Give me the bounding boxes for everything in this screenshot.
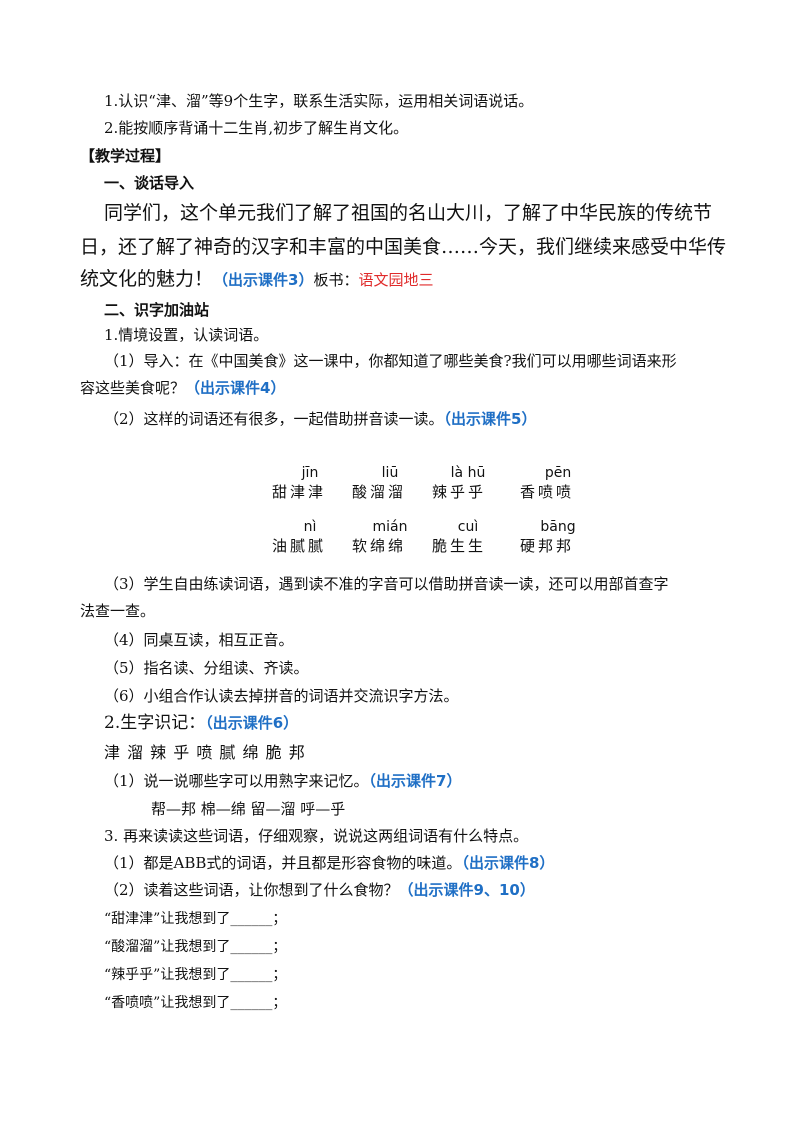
section-2-heading: 二、识字加油站 (104, 301, 210, 319)
item-1: 1.情境设置，认读词语。 (104, 326, 269, 344)
section-1-heading: 一、谈话导入 (104, 174, 195, 192)
sub3-line-1: （3）学生自由练读词语，遇到读不准的字音可以借助拼音读一读，还可以用部首查字 (104, 575, 669, 593)
item-3-sub-2-text: （2）读着这些词语，让你想到了什么食物？ (104, 881, 399, 899)
item-2-sub-1-text: （1）说一说哪些字可以用熟字来记忆。 (104, 772, 369, 790)
sub1-line-1: （1）导入：在《中国美食》这一课中，你都知道了哪些美食?我们可以用哪些词语来形 (104, 352, 677, 370)
intro-para-line-1: 同学们，这个单元我们了解了祖国的名山大川，了解了中华民族的传统节 (104, 202, 713, 224)
fill-blank-line: “甜津津”让我想到了______； (104, 911, 287, 927)
courseware-tag: （出示课件3） (213, 271, 314, 289)
pinyin: là hū (450, 465, 486, 481)
pinyin: cuì (457, 519, 479, 535)
char-list: 津 溜 辣 乎 喷 腻 绵 脆 邦 (104, 743, 306, 762)
sub1-text: 容这些美食呢？ (80, 379, 186, 397)
courseware-tag: （出示课件4） (185, 379, 286, 397)
word: 硬邦邦 (519, 537, 574, 555)
courseware-tag: （出示课件8） (461, 854, 555, 872)
sub2-text: （2）这样的词语还有很多，一起借助拼音读一读。 (104, 410, 444, 428)
word: 油腻腻 (271, 537, 326, 555)
fill-blank-line: “酸溜溜”让我想到了______； (104, 939, 287, 955)
courseware-tag: （出示课件6） (205, 714, 299, 732)
item-3-sub-1-text: （1）都是ABB式的词语，并且都是形容食物的味道。 (104, 854, 462, 872)
pinyin: liū (381, 465, 399, 481)
word-item: liū 酸溜溜 (334, 464, 424, 502)
fill-blank-line: “辣乎乎”让我想到了______； (104, 967, 287, 983)
word: 脆生生 (431, 537, 486, 555)
pinyin: pēn (544, 465, 572, 481)
item-3-sub-1: （1）都是ABB式的词语，并且都是形容食物的味道。（出示课件8） (104, 853, 554, 873)
courseware-tag: （出示课件7） (368, 772, 462, 790)
word-item: jīn 甜津津 (254, 464, 344, 502)
pinyin: bāng (540, 519, 576, 535)
courseware-tag: （出示课件9、10） (398, 881, 535, 899)
word: 辣乎乎 (431, 483, 486, 501)
pinyin: nì (303, 519, 317, 535)
intro-para-text: 统文化的魅力！ (80, 268, 214, 290)
word: 酸溜溜 (351, 483, 406, 501)
process-header: 【教学过程】 (80, 147, 171, 165)
word-item: là hū 辣乎乎 (414, 464, 504, 502)
word-item: bāng 硬邦邦 (502, 518, 592, 556)
sub3-line-2: 法查一查。 (80, 602, 156, 620)
item-3-sub-2: （2）读着这些词语，让你想到了什么食物？（出示课件9、10） (104, 880, 535, 900)
word-item: nì 油腻腻 (254, 518, 344, 556)
item-3: 3. 再来读读这些词语，仔细观察，说说这两组词语有什么特点。 (104, 827, 529, 845)
sub1-line-2: 容这些美食呢？（出示课件4） (80, 378, 285, 398)
courseware-tag: （出示课件5） (443, 410, 537, 428)
goal-2: 2.能按顺序背诵十二生肖,初步了解生肖文化。 (104, 119, 409, 137)
word-item: cuì 脆生生 (414, 518, 504, 556)
fill-blank-line: “香喷喷”让我想到了______； (104, 995, 287, 1011)
sub6: （6）小组合作认读去掉拼音的词语并交流识字方法。 (104, 687, 459, 705)
char-pairs: 帮—邦 棉—绵 留—溜 呼—乎 (151, 800, 346, 818)
pinyin: jīn (301, 465, 319, 481)
board-label: 板书： (313, 271, 359, 289)
word-item: mián 软绵绵 (334, 518, 424, 556)
item-2-sub-1: （1）说一说哪些字可以用熟字来记忆。（出示课件7） (104, 771, 462, 791)
goal-1: 1.认识“津、溜”等9个生字，联系生活实际，运用相关词语说话。 (104, 92, 534, 110)
word-item: pēn 香喷喷 (502, 464, 592, 502)
sub2-line: （2）这样的词语还有很多，一起借助拼音读一读。（出示课件5） (104, 409, 537, 429)
item-2-text: 2.生字识记： (104, 713, 206, 733)
board-text: 语文园地三 (358, 271, 434, 289)
word: 甜津津 (271, 483, 326, 501)
word: 香喷喷 (519, 483, 574, 501)
intro-para-line-3: 统文化的魅力！（出示课件3）板书：语文园地三 (80, 266, 434, 293)
sub4: （4）同桌互读，相互正音。 (104, 631, 294, 649)
intro-para-line-2: 日，还了解了神奇的汉字和丰富的中国美食……今天，我们继续来感受中华传 (80, 236, 727, 258)
sub5: （5）指名读、分组读、齐读。 (104, 659, 309, 677)
pinyin: mián (372, 519, 408, 535)
item-2: 2.生字识记：（出示课件6） (104, 713, 298, 733)
word: 软绵绵 (351, 537, 406, 555)
